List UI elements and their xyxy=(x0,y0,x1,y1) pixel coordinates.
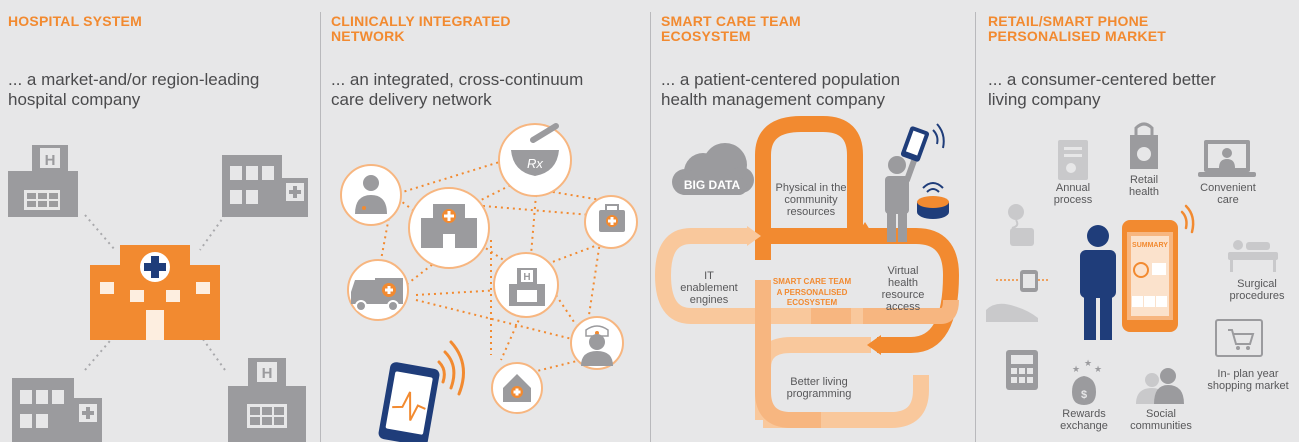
column-divider xyxy=(975,12,976,442)
column-retail-smartphone: RETAIL/SMART PHONE PERSONALISED MARKET .… xyxy=(976,0,1299,442)
wearable-device-icon xyxy=(917,182,949,219)
person-icon xyxy=(885,155,918,242)
column-title: SMART CARE TEAM ECOSYSTEM xyxy=(661,13,801,44)
svg-text:H: H xyxy=(45,152,56,169)
loop-label-virtual: Virtual health resource access xyxy=(881,265,925,313)
shopping-cart-icon xyxy=(1215,319,1263,357)
surgery-bed-icon xyxy=(1228,240,1278,272)
hospital-building-icon xyxy=(90,245,220,340)
clinic-building-icon xyxy=(12,378,102,442)
phone-screen-title: SUMMARY xyxy=(1132,242,1168,249)
label-rewards-exchange: Rewards exchange xyxy=(1060,408,1108,432)
hospital-building-icon: H xyxy=(228,358,306,442)
loop-label-physical: Physical in the community resources xyxy=(775,182,847,218)
center-label-subtitle: A PERSONALISED ECOSYSTEM xyxy=(776,288,848,307)
doctor-icon xyxy=(355,175,387,214)
hospital-network-diagram: H xyxy=(8,145,308,442)
label-retail-health: Retail health xyxy=(1129,174,1159,198)
column-title: HOSPITAL SYSTEM xyxy=(8,13,142,29)
hospital-building-icon: H xyxy=(8,145,78,217)
mortar-pestle-icon: Rx xyxy=(511,123,559,176)
shoe-icon xyxy=(986,303,1038,322)
column-description: ... an integrated, cross-continuum care … xyxy=(331,70,584,109)
care-network-diagram: Rx H xyxy=(340,123,638,442)
svg-text:★: ★ xyxy=(1072,365,1080,375)
label-convenient-care: Convenient care xyxy=(1200,182,1256,206)
retail-market-diagram: $ ★ ★ ★ xyxy=(986,122,1278,405)
column-title: CLINICALLY INTEGRATED NETWORK xyxy=(331,13,511,44)
label-shopping-market: In- plan year shopping market xyxy=(1207,368,1289,392)
svg-text:★: ★ xyxy=(1084,359,1092,369)
label-annual-process: Annual process xyxy=(1053,182,1093,206)
loop-label-it: IT enablement engines xyxy=(680,270,738,306)
column-hospital-system: HOSPITAL SYSTEM ... a market-and/or regi… xyxy=(0,0,320,442)
clinic-building-icon: H xyxy=(509,268,545,306)
cloud-icon xyxy=(672,143,754,195)
label-social-communities: Social communities xyxy=(1130,408,1192,432)
column-divider xyxy=(650,12,651,442)
smartphone-icon xyxy=(900,123,945,162)
first-aid-kit-icon xyxy=(599,204,625,232)
home-care-icon xyxy=(503,374,531,402)
column-clinically-integrated-network: CLINICALLY INTEGRATED NETWORK ... an int… xyxy=(321,0,650,442)
svg-text:Rx: Rx xyxy=(527,156,543,171)
rewards-icon: $ ★ ★ ★ xyxy=(1072,359,1102,405)
column-description: ... a market-and/or region-leading hospi… xyxy=(8,70,260,109)
calculator-icon xyxy=(1006,350,1038,390)
document-icon xyxy=(1058,140,1088,180)
column-divider xyxy=(320,12,321,442)
ambulance-icon xyxy=(351,278,403,312)
loop-label-better-living: Better living programming xyxy=(786,376,852,400)
smartphone-icon xyxy=(1122,204,1195,332)
clinic-building-icon xyxy=(222,155,308,217)
social-group-icon xyxy=(1136,368,1184,404)
column-description: ... a patient-centered population health… xyxy=(661,70,901,109)
svg-text:★: ★ xyxy=(1094,365,1102,375)
big-data-label: BIG DATA xyxy=(683,178,741,192)
blood-pressure-icon xyxy=(1008,204,1034,246)
smartwatch-icon xyxy=(996,270,1048,292)
person-icon xyxy=(1080,225,1116,340)
column-description: ... a consumer-centered better living co… xyxy=(988,70,1216,109)
svg-text:$: $ xyxy=(1081,389,1087,401)
smart-care-loop-diagram xyxy=(655,116,959,428)
svg-text:H: H xyxy=(523,272,530,283)
column-smart-care-team: SMART CARE TEAM ECOSYSTEM ... a patient-… xyxy=(651,0,975,442)
shopping-bag-icon xyxy=(1130,122,1158,169)
center-label-title: SMART CARE TEAM xyxy=(772,277,852,286)
svg-text:H: H xyxy=(262,365,273,382)
label-surgical-procedures: Surgical procedures xyxy=(1229,278,1285,302)
tablet-ecg-icon xyxy=(378,340,465,442)
laptop-doctor-icon xyxy=(1198,140,1256,177)
column-title: RETAIL/SMART PHONE PERSONALISED MARKET xyxy=(988,13,1167,44)
nurse-icon xyxy=(581,325,613,366)
hospital-building-icon xyxy=(421,204,477,248)
